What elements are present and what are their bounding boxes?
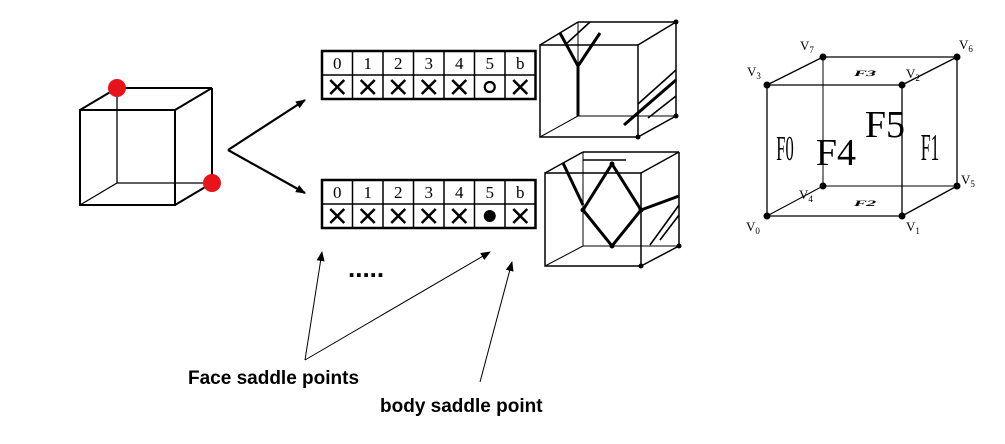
- cross-mark: [359, 79, 376, 95]
- vertex-label-v2: V2: [906, 66, 920, 83]
- vertex-v4: [819, 182, 827, 190]
- cross-mark: [390, 79, 407, 95]
- table-header-cell: 0: [333, 54, 342, 73]
- body-saddle-label: body saddle point: [380, 396, 543, 417]
- table-header-cell: 3: [425, 54, 434, 73]
- highlighted-vertex-bottom: [203, 174, 221, 192]
- vertex-label-v0: V0: [746, 219, 760, 236]
- vertex-v5: [953, 182, 961, 190]
- table-header-cell: 4: [455, 54, 464, 73]
- table-header-cell: 5: [486, 54, 495, 73]
- branch-arrows: [227, 99, 306, 194]
- saddle-table-top: 0 1 2 3 4 5 b: [320, 49, 537, 101]
- vertex-v2: [898, 81, 906, 89]
- cross-mark: [420, 79, 437, 95]
- cross-mark: [451, 79, 468, 95]
- table-header-cell: b: [516, 183, 525, 202]
- table-header-cell: 5: [486, 183, 495, 202]
- face-label-f2: F2: [852, 199, 878, 208]
- table-header-cell: 2: [394, 54, 403, 73]
- face-saddle-label: Face saddle points: [188, 368, 359, 389]
- table-header-cell: 4: [455, 183, 464, 202]
- cross-mark: [390, 208, 407, 224]
- vertex-v3: [763, 81, 771, 89]
- face-label-f4: F4: [816, 132, 856, 174]
- arrow-to-bottom-case: [227, 149, 306, 194]
- vertex-v7: [819, 53, 827, 61]
- table-header-cell: 3: [425, 183, 434, 202]
- cross-mark: [451, 208, 468, 224]
- vertex-label-v6: V6: [959, 37, 973, 54]
- cross-mark: [329, 79, 346, 95]
- table-header-cell: b: [516, 54, 525, 73]
- face-label-f3: F3: [852, 69, 878, 78]
- vertex-label-v1: V1: [906, 219, 920, 236]
- arrow-to-top-case: [227, 99, 306, 151]
- cross-mark: [420, 208, 437, 224]
- cross-mark: [512, 208, 529, 224]
- vertex-v1: [898, 212, 906, 220]
- cross-mark: [329, 208, 346, 224]
- cube-case-top: [539, 21, 677, 138]
- table-header-cell: 0: [333, 183, 342, 202]
- vertex-label-v5: V5: [961, 172, 975, 189]
- annotation-pointers: [304, 251, 514, 383]
- open-circle-mark: [483, 80, 496, 94]
- labeled-cube-vertices: [763, 53, 961, 220]
- cube-case-bottom: [544, 151, 680, 267]
- vertex-label-v3: V3: [747, 64, 761, 81]
- cross-mark: [512, 79, 529, 95]
- vertex-v6: [953, 53, 961, 61]
- ellipsis: .....: [348, 253, 384, 283]
- face-label-f0: F0: [776, 129, 793, 167]
- filled-dot-mark: [483, 210, 496, 222]
- saddle-table-bottom: 0 1 2 3 4 5 b: [320, 178, 537, 230]
- vertex-v0: [763, 212, 771, 220]
- cube-case-top-nodes: [635, 19, 679, 140]
- cross-mark: [359, 208, 376, 224]
- vertex-label-v4: V4: [799, 187, 813, 204]
- table-header-cell: 1: [364, 183, 373, 202]
- highlighted-vertex-top: [108, 79, 126, 97]
- left-cube: [79, 87, 213, 206]
- labeled-cube: [766, 56, 958, 217]
- vertex-label-v7: V7: [800, 38, 814, 55]
- table-header-cell: 1: [364, 54, 373, 73]
- face-label-f1: F1: [921, 127, 940, 169]
- cube-case-bottom-nodes: [580, 161, 682, 269]
- table-header-cell: 2: [394, 183, 403, 202]
- face-label-f5: F5: [865, 104, 905, 146]
